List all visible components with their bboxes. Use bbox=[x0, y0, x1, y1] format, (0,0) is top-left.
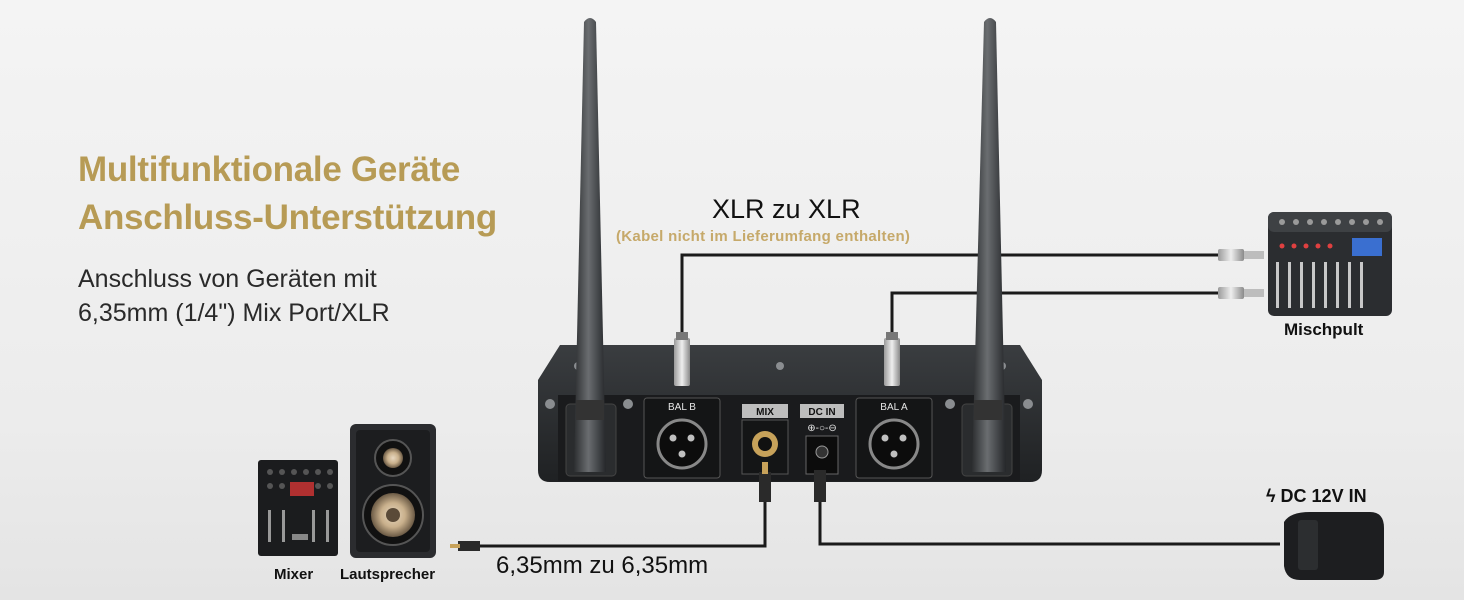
headline: Multifunktionale Geräte Anschluss-Unters… bbox=[78, 146, 497, 242]
xlr-connector-bal-b bbox=[674, 332, 690, 386]
port-bal-b[interactable]: BAL B bbox=[643, 397, 721, 479]
receiver-unit: BAL B MIX DC IN ⊕-○-⊖ BAL A bbox=[538, 345, 1042, 482]
headline-line-2: Anschluss-Unterstützung bbox=[78, 198, 497, 237]
cable-label: 6,35mm zu 6,35mm bbox=[496, 552, 709, 579]
port-bal-b-label: BAL B bbox=[668, 402, 696, 413]
port-mix-label: MIX bbox=[756, 407, 774, 418]
port-dc-in[interactable]: DC IN ⊕-○-⊖ bbox=[800, 404, 844, 475]
jack-plug bbox=[759, 462, 771, 502]
xlr-plug-lower bbox=[1218, 287, 1264, 299]
antenna-left bbox=[574, 18, 606, 472]
subline-line-1: Anschluss von Geräten mit bbox=[78, 265, 377, 293]
xlr-connector-bal-a bbox=[884, 332, 900, 386]
antenna-right bbox=[972, 18, 1006, 472]
headline-line-1: Multifunktionale Geräte bbox=[78, 150, 461, 189]
dj-mixer-left bbox=[258, 460, 338, 556]
port-bal-a[interactable]: BAL A bbox=[855, 397, 933, 479]
mixing-console-right bbox=[1268, 212, 1392, 316]
dc-power-label: ϟ DC 12V IN bbox=[1266, 486, 1367, 507]
jack-plug-left bbox=[450, 541, 480, 551]
subline: Anschluss von Geräten mit 6,35mm (1/4") … bbox=[78, 262, 390, 330]
xlr-note: (Kabel nicht im Lieferumfang enthalten) bbox=[616, 228, 911, 245]
power-adapter bbox=[1284, 512, 1384, 580]
xlr-cable-bal-b bbox=[680, 253, 1220, 345]
dc-power-text: DC 12V IN bbox=[1280, 486, 1367, 506]
jack-cable bbox=[478, 500, 767, 548]
dc-cable bbox=[818, 500, 1280, 546]
xlr-cables bbox=[680, 253, 1220, 345]
speaker bbox=[350, 424, 436, 558]
xlr-title: XLR zu XLR bbox=[712, 194, 861, 224]
xlr-plug-upper bbox=[1218, 249, 1264, 261]
port-bal-a-label: BAL A bbox=[880, 402, 908, 413]
mixer-left-label: Mixer bbox=[274, 566, 314, 583]
speaker-label: Lautsprecher bbox=[340, 566, 436, 583]
dc-plug bbox=[814, 470, 826, 502]
subline-line-2: 6,35mm (1/4") Mix Port/XLR bbox=[78, 299, 390, 327]
mixer-right-label: Mischpult bbox=[1284, 320, 1364, 339]
xlr-cable-bal-a bbox=[890, 291, 1220, 345]
bottom-cables bbox=[478, 500, 1280, 548]
port-mix[interactable]: MIX bbox=[741, 404, 789, 475]
plug-icon: ϟ bbox=[1266, 486, 1276, 506]
port-dc-in-label: DC IN bbox=[808, 407, 835, 418]
dc-polarity-icon: ⊕-○-⊖ bbox=[807, 423, 836, 434]
